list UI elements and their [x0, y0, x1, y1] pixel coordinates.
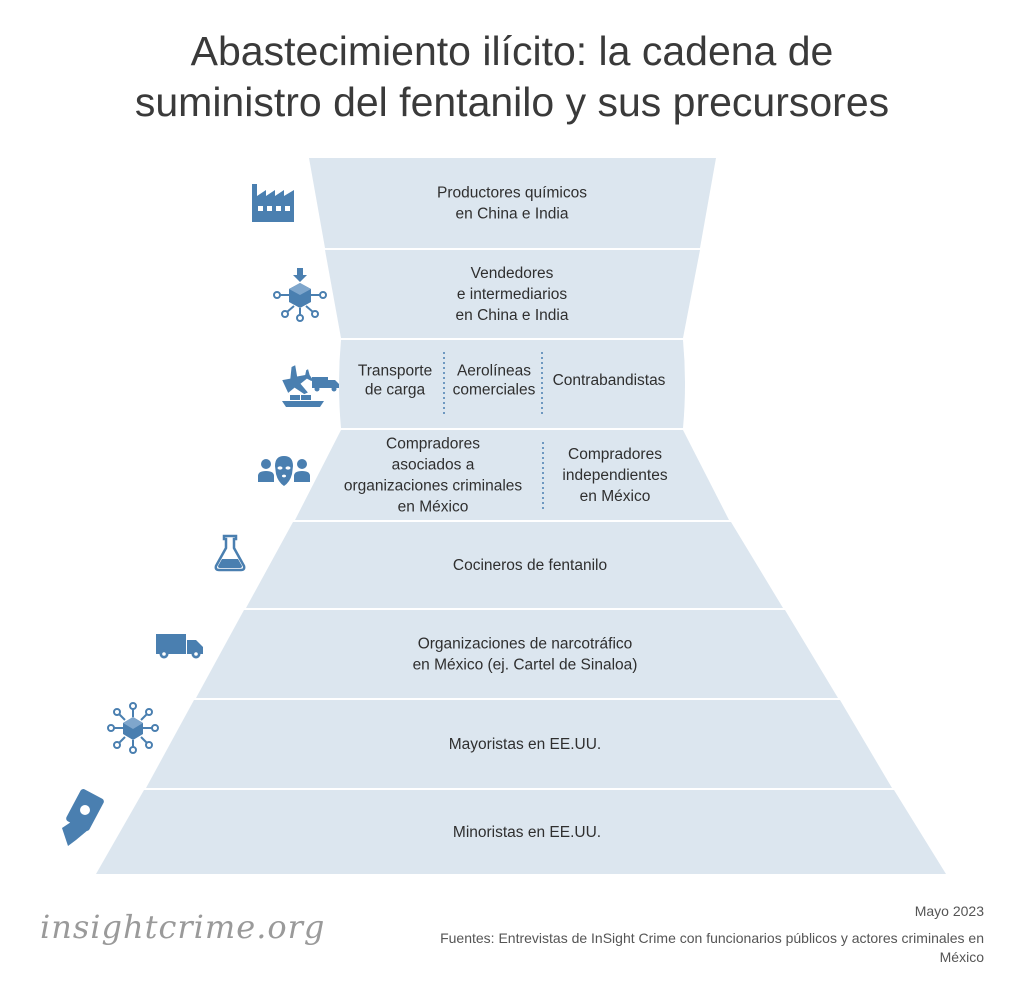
sources-note: Fuentes: Entrevistas de InSight Crime co…: [440, 930, 984, 965]
hand-cash-icon: [62, 789, 104, 846]
tier-8-label: Minoristas en EE.UU.: [453, 824, 601, 841]
distribution-box-icon: [273, 268, 327, 322]
funnel-tier-4: [295, 430, 729, 520]
page-title: Abastecimiento ilícito: la cadena de sum…: [0, 26, 1024, 128]
truck-icon: [156, 634, 203, 659]
funnel-tier-1: [309, 158, 716, 248]
funnel-tier-7: [146, 700, 892, 788]
title-line-1: Abastecimiento ilícito: la cadena de: [190, 28, 834, 74]
network-box-icon: [107, 702, 159, 754]
funnel-tier-5: [246, 522, 783, 608]
funnel-tier-8: [96, 790, 946, 874]
title-line-2: suministro del fentanilo y sus precursor…: [134, 79, 890, 125]
plane-truck-ship-icon: [282, 365, 339, 407]
funnel-tier-6: [196, 610, 838, 698]
insightcrime-logo[interactable]: insightcrime.org: [40, 908, 326, 946]
funnel-tier-3: [339, 340, 685, 428]
tier-3-column-3-label: Contrabandistas: [553, 372, 666, 389]
flask-icon: [214, 534, 246, 572]
funnel-tier-2: [325, 250, 700, 338]
publication-date: Mayo 2023: [914, 903, 984, 919]
factory-icon: [252, 184, 294, 222]
tier-7-label: Mayoristas en EE.UU.: [449, 736, 601, 753]
masked-group-icon: [258, 456, 310, 486]
tier-5-label: Cocineros de fentanilo: [453, 557, 607, 574]
